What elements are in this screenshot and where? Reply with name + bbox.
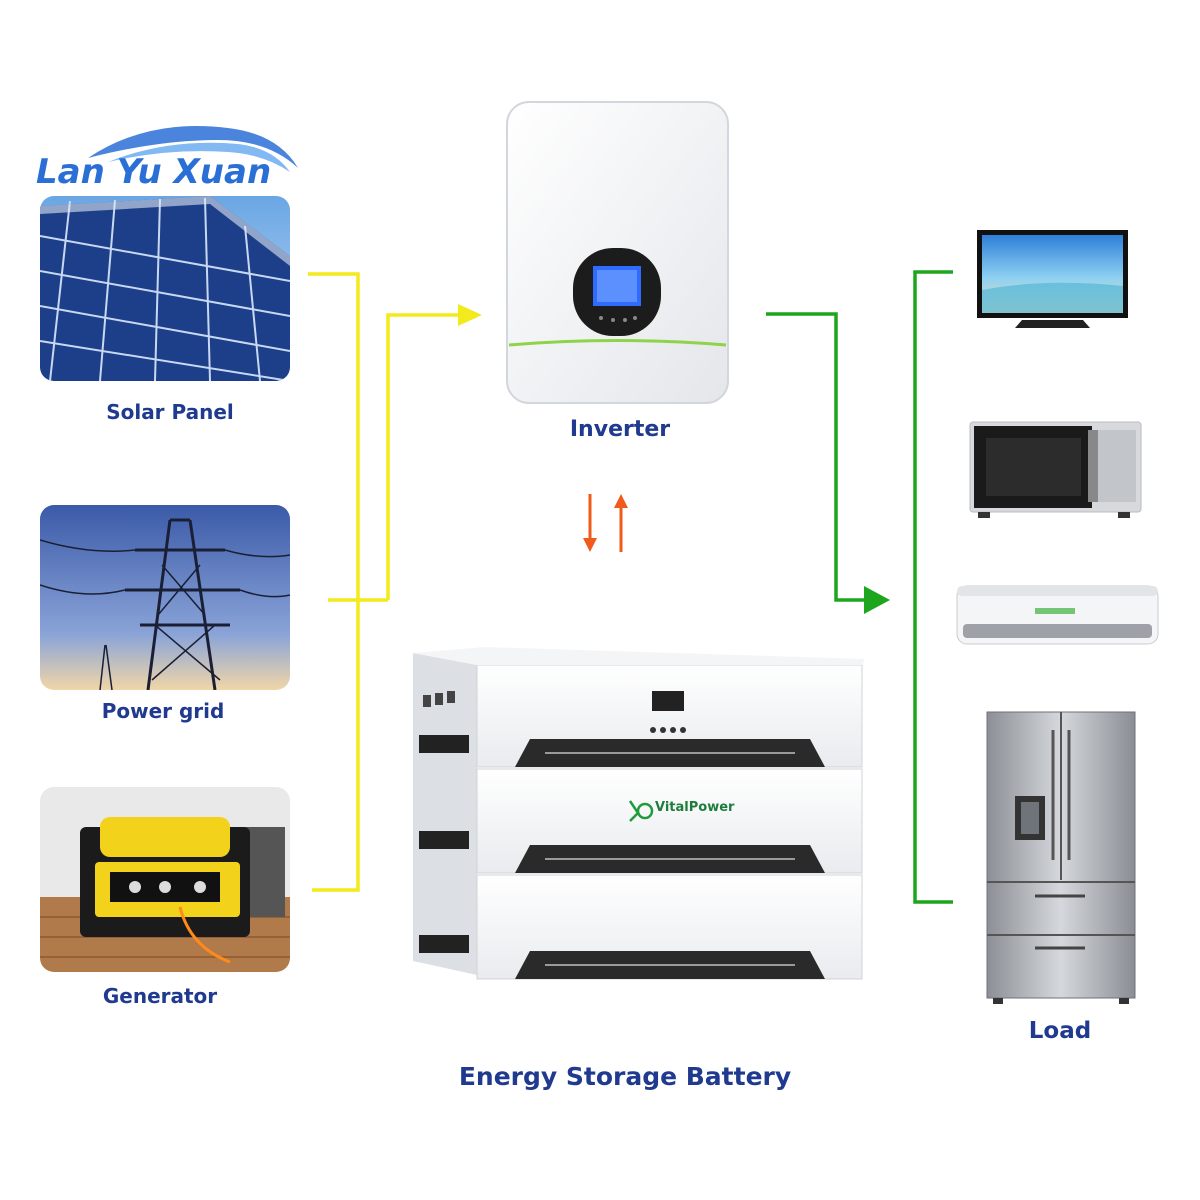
solar-panel-label: Solar Panel: [106, 400, 234, 424]
watermark-logo: Lan Yu Xuan: [28, 118, 303, 198]
power-grid-label: Power grid: [101, 699, 225, 723]
battery-brand-text: VitalPower: [655, 800, 735, 815]
microwave-image: [968, 418, 1143, 520]
battery-flow-arrows: [575, 492, 635, 554]
inverter-image: [505, 100, 730, 405]
battery-label: Energy Storage Battery: [458, 1062, 792, 1091]
inverter-label: Inverter: [569, 417, 671, 442]
load-label: Load: [1028, 1018, 1092, 1044]
watermark-text: Lan Yu Xuan: [36, 152, 272, 192]
air-conditioner-image: [955, 580, 1160, 652]
refrigerator-image: [985, 710, 1137, 1005]
output-flow-lines: [760, 262, 970, 912]
power-grid-image: [40, 505, 290, 690]
generator-label: Generator: [102, 984, 218, 1008]
generator-image: [40, 787, 290, 972]
battery-stack-image: VitalPower: [405, 645, 865, 985]
input-flow-lines: [300, 260, 490, 900]
solar-panel-image: [40, 196, 290, 381]
television-image: [975, 228, 1130, 333]
